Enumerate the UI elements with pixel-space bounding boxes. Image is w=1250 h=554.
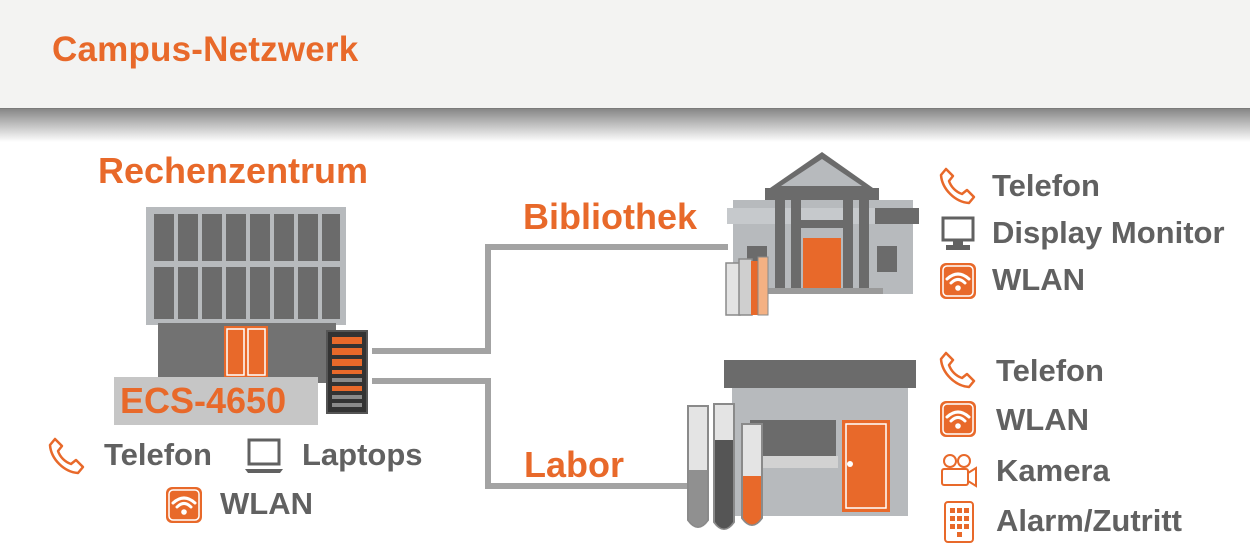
phone-icon [939, 167, 976, 205]
lab-title: Labor [524, 444, 625, 485]
header-shadow [0, 108, 1250, 142]
monitor-icon [941, 216, 975, 250]
phone-icon [939, 351, 976, 389]
laptop-icon [245, 438, 283, 473]
datacenter-title: Rechenzentrum [98, 150, 369, 191]
datacenter-service-wlan: WLAN [220, 486, 313, 521]
datacenter-building [114, 207, 346, 425]
lab-service-telefon: Telefon [996, 353, 1104, 388]
lab-service-wlan: WLAN [996, 402, 1089, 437]
library-building [727, 152, 919, 294]
datacenter-service-telefon: Telefon [104, 437, 212, 472]
page-title: Campus-Netzwerk [52, 30, 359, 69]
library-service-display-monitor: Display Monitor [992, 215, 1225, 250]
test-tubes-icon [687, 403, 763, 530]
header-bar: Campus-Netzwerk [0, 0, 1250, 109]
wifi-icon [940, 401, 976, 437]
wifi-icon [166, 487, 202, 523]
lab-service-alarm-zutritt: Alarm/Zutritt [996, 503, 1182, 538]
wifi-icon [940, 263, 976, 299]
books-icon [725, 256, 769, 316]
lab-building [724, 360, 916, 516]
library-service-wlan: WLAN [992, 262, 1085, 297]
library-service-telefon: Telefon [992, 168, 1100, 203]
keypad-icon [944, 501, 974, 543]
link-lab [372, 378, 688, 489]
library-title: Bibliothek [523, 196, 698, 237]
server-rack-icon [326, 330, 368, 414]
switch-label: ECS-4650 [120, 380, 287, 421]
camera-icon [941, 454, 977, 488]
lab-service-kamera: Kamera [996, 453, 1110, 488]
link-library [372, 244, 728, 354]
phone-icon [48, 437, 85, 475]
datacenter-service-laptops: Laptops [302, 437, 423, 472]
